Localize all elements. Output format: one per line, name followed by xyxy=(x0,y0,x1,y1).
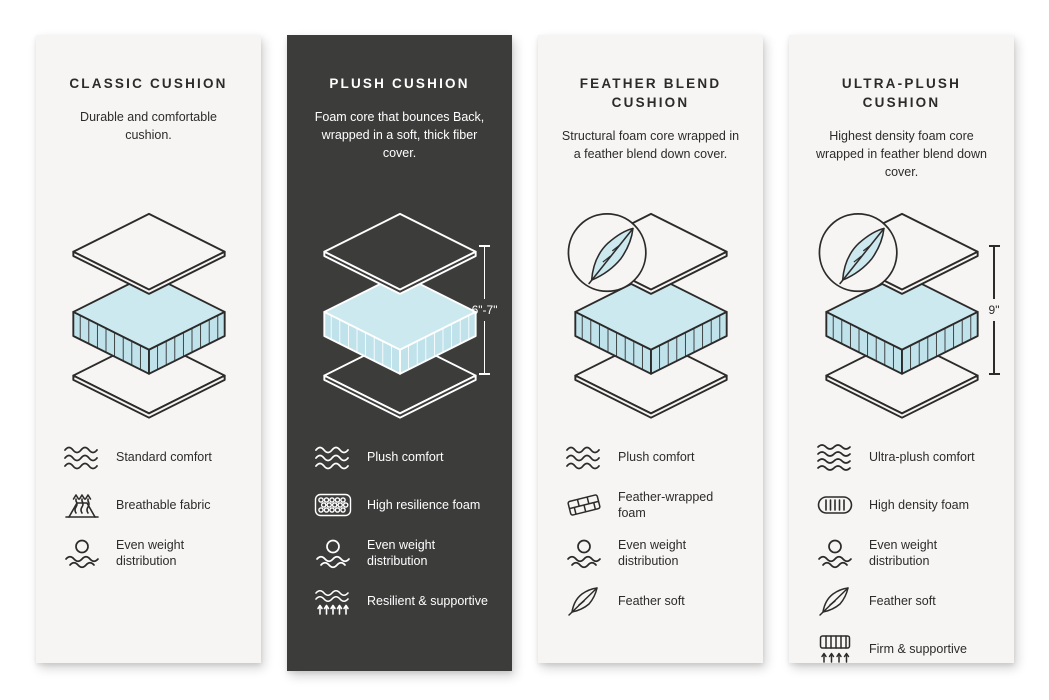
panel-classic-cushion: CLASSIC CUSHION Durable and comfortable … xyxy=(36,35,261,663)
feature-item: Feather soft xyxy=(815,584,992,618)
panel-header: FEATHER BLEND CUSHION Structural foam co… xyxy=(560,75,741,203)
waves-icon xyxy=(564,441,604,473)
feature-list: Plush comfort High resilience foam Even … xyxy=(309,440,490,618)
feature-item: Firm & supportive xyxy=(815,632,992,666)
height-measure-label: 9" xyxy=(988,303,1000,317)
feature-item: High resilience foam xyxy=(313,488,490,522)
panel-header: CLASSIC CUSHION Durable and comfortable … xyxy=(58,75,239,203)
panel-description: Foam core that bounces Back, wrapped in … xyxy=(314,109,485,161)
feature-item: Ultra-plush comfort xyxy=(815,440,992,474)
weight-distribution-icon xyxy=(62,537,102,569)
feature-item: Plush comfort xyxy=(313,440,490,474)
measure-line xyxy=(993,321,995,373)
feature-item: Feather-wrapped foam xyxy=(564,488,741,522)
feature-list: Plush comfort Feather-wrapped foam Even … xyxy=(560,440,741,618)
panel-title: ULTRA-PLUSH CUSHION xyxy=(841,76,962,110)
feature-item: Even weight distribution xyxy=(564,536,741,570)
measure-line xyxy=(483,321,486,373)
height-measure-label: 6"-7" xyxy=(471,303,498,317)
density-foam-icon xyxy=(815,489,855,521)
panel-description: Structural foam core wrapped in a feathe… xyxy=(561,128,740,161)
feature-label: Feather soft xyxy=(869,593,936,608)
firm-supportive-icon xyxy=(815,633,855,665)
panel-ultra-plush-cushion: ULTRA-PLUSH CUSHION Highest density foam… xyxy=(789,35,1014,663)
breathable-fabric-icon xyxy=(62,489,102,521)
weight-distribution-icon xyxy=(815,537,855,569)
layered-cushion-diagram xyxy=(567,212,728,419)
waves-icon xyxy=(313,441,353,473)
panel-plush-cushion: PLUSH CUSHION Foam core that bounces Bac… xyxy=(287,35,512,671)
panel-title: CLASSIC CUSHION xyxy=(69,76,228,91)
feature-label: High density foam xyxy=(869,497,970,512)
feature-label: Feather soft xyxy=(618,593,685,608)
panel-description: Durable and comfortable cushion. xyxy=(80,109,217,143)
feature-label: Resilient & supportive xyxy=(367,593,488,608)
weight-distribution-icon xyxy=(564,537,604,569)
feature-item: Resilient & supportive xyxy=(313,584,490,618)
cushion-illustration xyxy=(63,207,235,422)
feature-label: Feather-wrapped foam xyxy=(618,489,714,520)
feature-label: Plush comfort xyxy=(618,449,695,464)
feature-label: Even weight distribution xyxy=(869,537,938,568)
feather-badge-icon xyxy=(818,213,898,293)
cushion-illustration: 6"-7" xyxy=(314,207,498,422)
feature-label: Even weight distribution xyxy=(618,537,687,568)
feather-icon xyxy=(564,585,604,617)
resilient-supportive-icon xyxy=(313,585,353,617)
layered-cushion-diagram xyxy=(322,212,477,419)
layered-cushion-diagram xyxy=(71,212,226,419)
height-measure: 6"-7" xyxy=(472,245,498,375)
feature-item: Even weight distribution xyxy=(62,536,239,570)
panel-header: PLUSH CUSHION Foam core that bounces Bac… xyxy=(309,75,490,203)
feature-label: Ultra-plush comfort xyxy=(869,449,975,464)
feature-item: Breathable fabric xyxy=(62,488,239,522)
cushion-illustration: 9" xyxy=(816,207,1000,422)
feature-list: Standard comfort Breathable fabric Even … xyxy=(58,440,239,570)
feature-label: Firm & supportive xyxy=(869,641,967,656)
feature-item: Feather soft xyxy=(564,584,741,618)
feature-item: High density foam xyxy=(815,488,992,522)
feature-list: Ultra-plush comfort High density foam Ev… xyxy=(811,440,992,666)
resilience-foam-icon xyxy=(313,489,353,521)
panel-header: ULTRA-PLUSH CUSHION Highest density foam… xyxy=(811,75,992,203)
panel-description: Highest density foam core wrapped in fea… xyxy=(816,128,987,180)
measure-cap xyxy=(479,373,491,375)
feature-label: Even weight distribution xyxy=(116,537,185,568)
feature-label: Plush comfort xyxy=(367,449,444,464)
layered-cushion-diagram xyxy=(818,212,979,419)
feature-item: Plush comfort xyxy=(564,440,741,474)
waves-icon xyxy=(62,441,102,473)
measure-line xyxy=(483,247,486,299)
feature-label: Standard comfort xyxy=(116,449,212,464)
feature-item: Even weight distribution xyxy=(815,536,992,570)
feather-wrapped-foam-icon xyxy=(564,489,604,521)
feature-item: Even weight distribution xyxy=(313,536,490,570)
measure-cap xyxy=(479,245,491,247)
measure-cap xyxy=(988,373,1000,375)
height-measure: 9" xyxy=(988,245,1000,375)
feather-icon xyxy=(815,585,855,617)
measure-cap xyxy=(988,245,1000,247)
measure-line xyxy=(993,247,995,299)
weight-distribution-icon xyxy=(313,537,353,569)
feature-label: High resilience foam xyxy=(367,497,481,512)
feature-item: Standard comfort xyxy=(62,440,239,474)
cushion-comparison-board: CLASSIC CUSHION Durable and comfortable … xyxy=(36,35,1014,671)
feather-badge-icon xyxy=(567,213,647,293)
panel-title: PLUSH CUSHION xyxy=(329,76,470,91)
panel-title: FEATHER BLEND CUSHION xyxy=(579,76,722,110)
feature-label: Breathable fabric xyxy=(116,497,211,512)
cushion-illustration xyxy=(565,207,737,422)
waves-icon xyxy=(815,441,855,473)
panel-feather-blend-cushion: FEATHER BLEND CUSHION Structural foam co… xyxy=(538,35,763,663)
feature-label: Even weight distribution xyxy=(367,537,436,568)
